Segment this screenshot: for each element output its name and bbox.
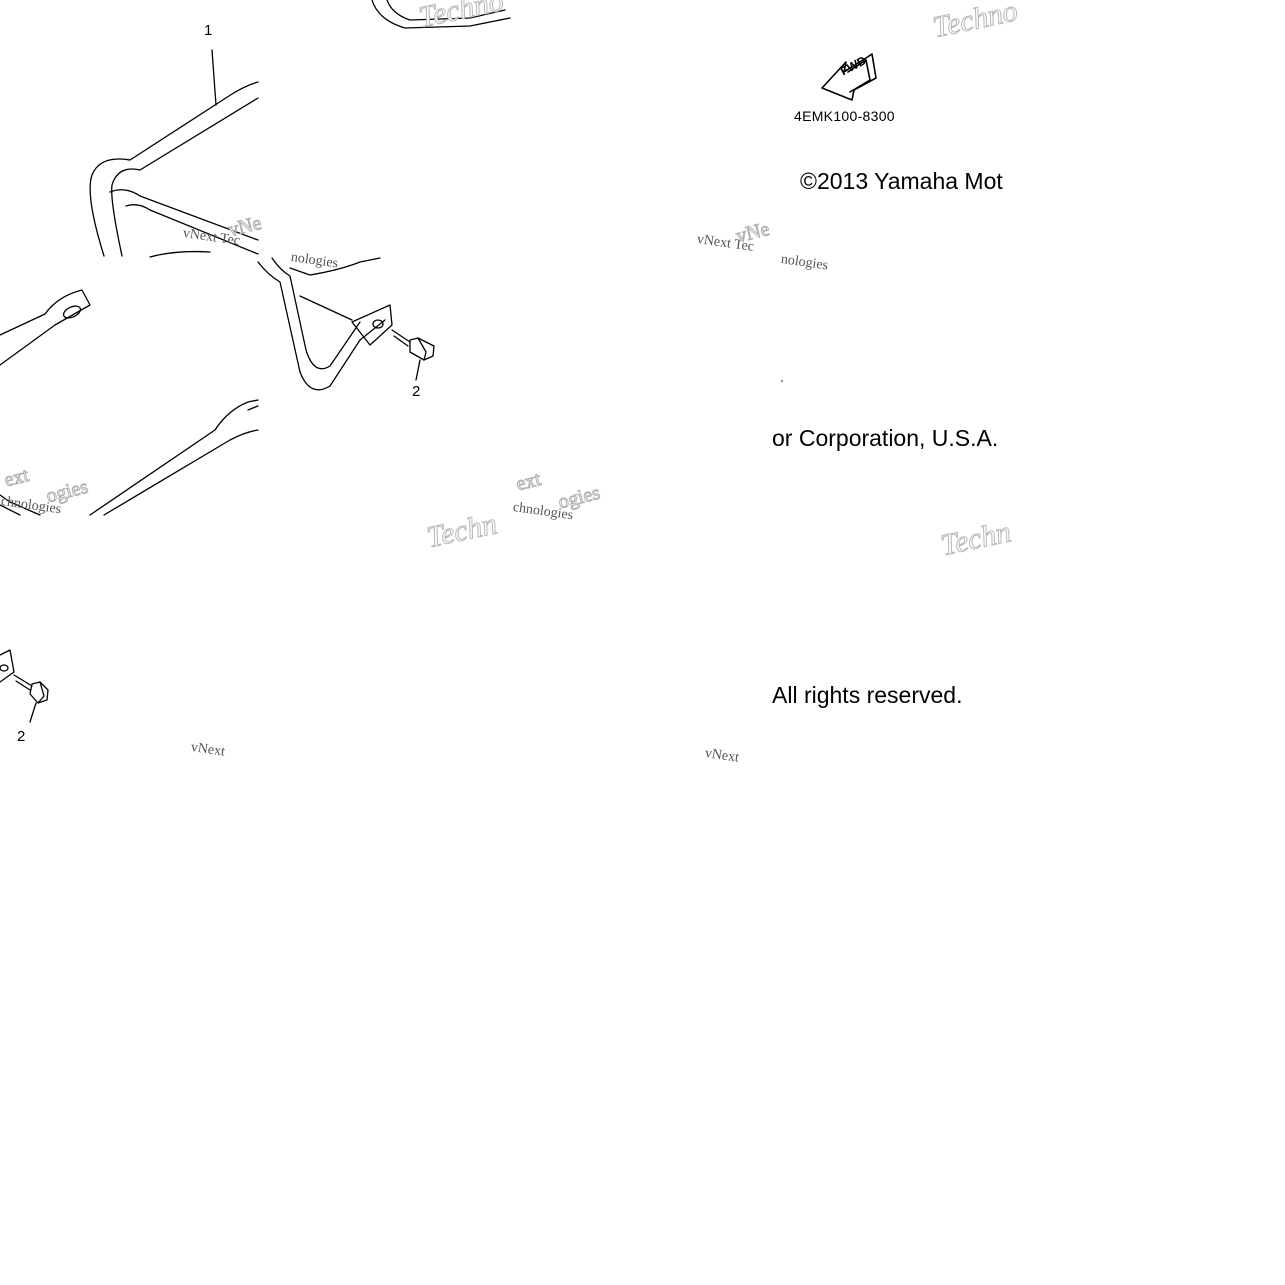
- copyright-line-1: ©2013 Yamaha Mot: [800, 168, 1003, 194]
- diagram-code: 4EMK100-8300: [794, 108, 895, 124]
- guard-strap-left: [0, 289, 259, 516]
- bar-fragment-top: [371, 0, 511, 29]
- copyright-line-3: All rights reserved.: [772, 682, 963, 708]
- speck: [781, 380, 783, 382]
- guard-bar-part-1: [89, 49, 259, 258]
- callout-part-1: 1: [204, 22, 213, 39]
- bolt-part-2-right: [391, 329, 435, 381]
- bolt-part-2-left: [0, 649, 49, 723]
- callout-part-2: 2: [412, 383, 421, 400]
- guard-bracket-right: [257, 257, 393, 391]
- callout-part-2: 2: [17, 728, 26, 745]
- fwd-arrow: [821, 53, 877, 101]
- copyright-line-2: or Corporation, U.S.A.: [772, 425, 999, 451]
